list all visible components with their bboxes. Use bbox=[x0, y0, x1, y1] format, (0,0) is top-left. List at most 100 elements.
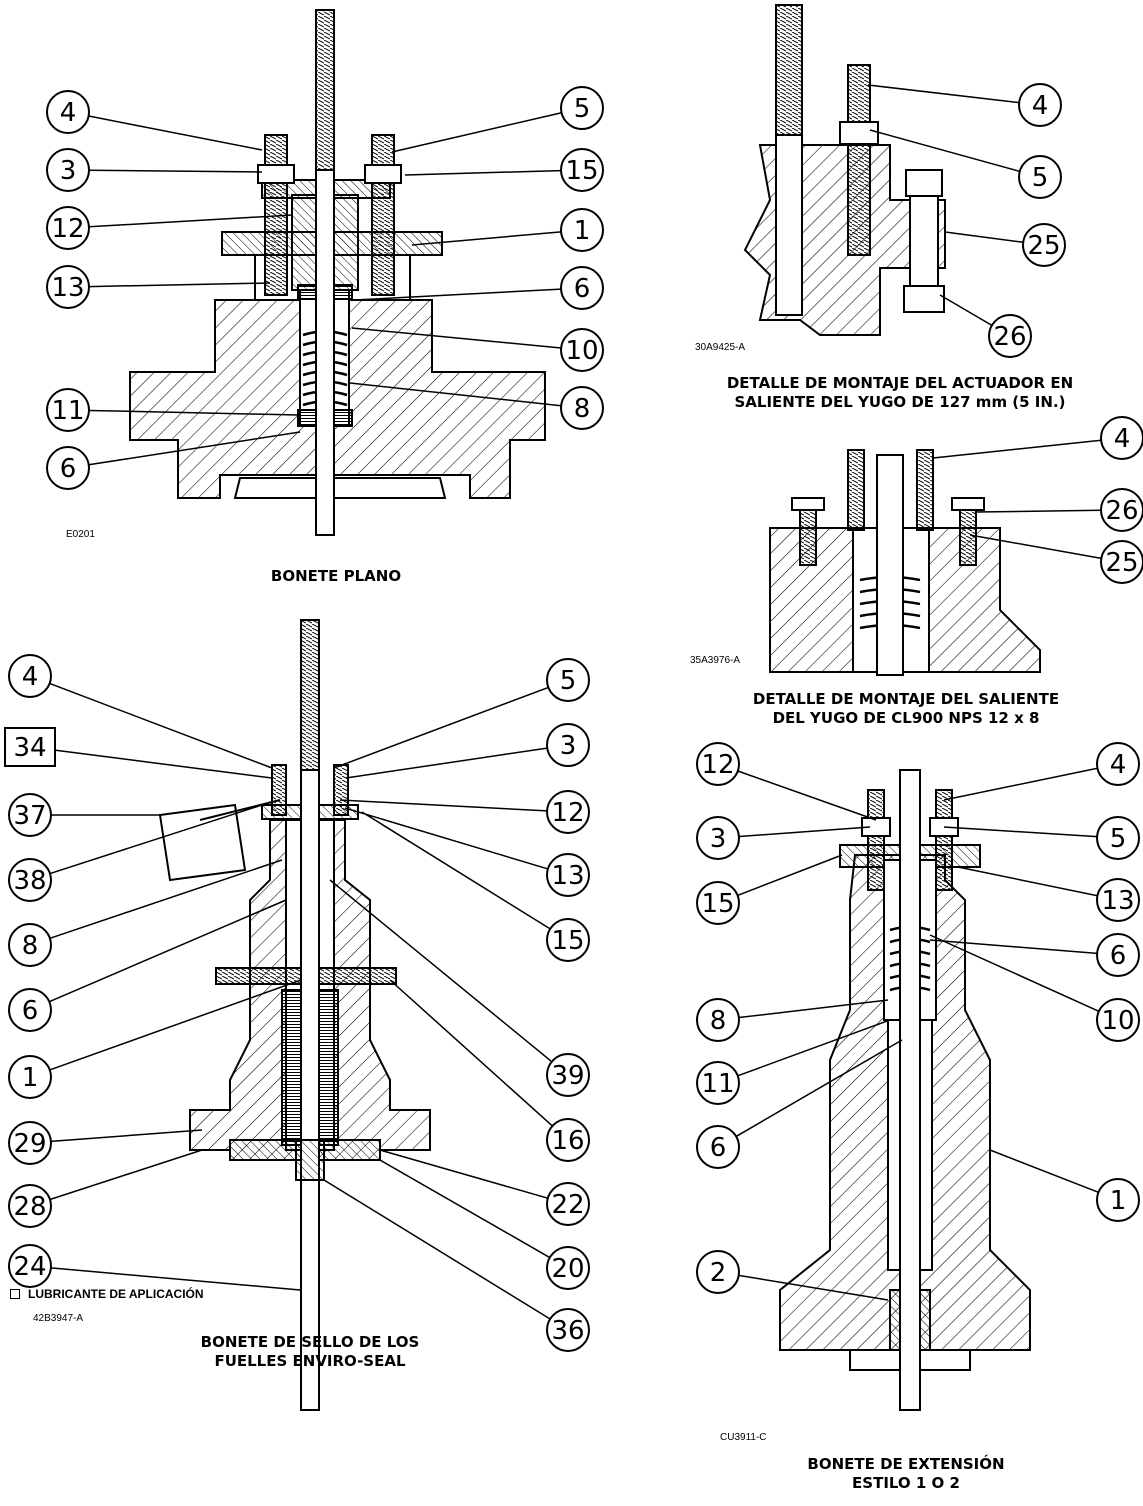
callout-leader-line bbox=[379, 1159, 551, 1259]
yoke-127-detail-drawing bbox=[743, 4, 946, 336]
callout-circle bbox=[1096, 816, 1140, 860]
callout-number: 15 bbox=[701, 889, 734, 919]
callout-leader-line bbox=[929, 939, 1098, 955]
callout-number: 4 bbox=[1114, 424, 1131, 454]
callout-leader-line bbox=[333, 686, 549, 769]
callout-leader-line bbox=[49, 979, 302, 1071]
flat-bonnet-code: E0201 bbox=[66, 529, 95, 540]
callout-leader-line bbox=[49, 1149, 203, 1201]
extension-bonnet-drawing bbox=[779, 769, 1031, 1411]
callout-number: 36 bbox=[551, 1316, 584, 1346]
callout-circle bbox=[546, 790, 590, 834]
callout-number: 12 bbox=[701, 750, 734, 780]
callout-leader-line bbox=[339, 799, 548, 812]
callout-number: 22 bbox=[551, 1190, 584, 1220]
callout-leader-line bbox=[867, 84, 1020, 104]
callout-leader-line bbox=[49, 859, 283, 939]
callout-number: 15 bbox=[551, 926, 584, 956]
callout-circle bbox=[1100, 540, 1143, 584]
extension-caption-line1: BONETE DE EXTENSIÓN bbox=[807, 1455, 1005, 1473]
callout-number: 13 bbox=[1101, 886, 1134, 916]
callout-number: 39 bbox=[551, 1061, 584, 1091]
callout-circle bbox=[8, 988, 52, 1032]
callout-circle bbox=[1100, 488, 1143, 532]
callout-circle bbox=[46, 265, 90, 309]
callout-number: 5 bbox=[1032, 163, 1049, 193]
callout-leader-line bbox=[404, 169, 562, 176]
callout-number: 24 bbox=[13, 1252, 46, 1282]
callout-number: 4 bbox=[1032, 91, 1049, 121]
callout-circle bbox=[46, 206, 90, 250]
callout-number: 6 bbox=[574, 274, 591, 304]
callout-leader-line bbox=[389, 979, 553, 1127]
callout-leader-line bbox=[351, 327, 562, 349]
callout-circle bbox=[1096, 1178, 1140, 1222]
bellows-caption-line1: BONETE DE SELLO DE LOS bbox=[200, 1333, 420, 1351]
callout-circle bbox=[546, 1246, 590, 1290]
callout-number: 37 bbox=[13, 801, 46, 831]
callout-leader-line bbox=[869, 129, 1020, 173]
callout-circle bbox=[1018, 83, 1062, 127]
lubricant-legend-box bbox=[10, 1288, 20, 1299]
callout-number: 5 bbox=[574, 94, 591, 124]
callout-leader-line bbox=[975, 509, 1102, 513]
callout-leader-line bbox=[88, 409, 299, 416]
callout-number: 26 bbox=[1105, 496, 1138, 526]
callout-circle bbox=[546, 1308, 590, 1352]
callout-number: 26 bbox=[993, 322, 1026, 352]
callout-leader-line bbox=[989, 1149, 1099, 1194]
callout-circle bbox=[560, 328, 604, 372]
callout-leader-line bbox=[88, 282, 271, 288]
callout-leader-line bbox=[929, 934, 1100, 1013]
callout-leader-line bbox=[391, 112, 562, 153]
callout-circle bbox=[1096, 742, 1140, 786]
callout-labels: 4312131165151610845252642625434373886129… bbox=[4, 83, 1143, 1352]
callout-circle bbox=[560, 86, 604, 130]
callout-leader-line bbox=[939, 294, 993, 327]
callout-leader-line bbox=[49, 682, 273, 769]
callout-number: 1 bbox=[22, 1063, 39, 1093]
callout-leader-line bbox=[737, 1019, 891, 1077]
callout-circle bbox=[546, 1118, 590, 1162]
callout-circle bbox=[1018, 155, 1062, 199]
callout-number: 5 bbox=[1110, 824, 1127, 854]
callout-circle bbox=[1100, 416, 1143, 460]
callout-leader-line bbox=[49, 804, 263, 875]
callout-circle bbox=[560, 148, 604, 192]
callout-circle bbox=[696, 1250, 740, 1294]
bellows-bonnet-drawing bbox=[158, 619, 431, 1411]
callout-leader-line bbox=[329, 879, 553, 1063]
callout-leader-line bbox=[944, 231, 1024, 244]
callout-number: 13 bbox=[551, 861, 584, 891]
callout-leader-line bbox=[345, 747, 548, 779]
callout-circle bbox=[4, 727, 56, 767]
callout-circle bbox=[46, 90, 90, 134]
callout-number: 8 bbox=[22, 931, 39, 961]
bellows-caption-line2: FUELLES ENVIRO-SEAL bbox=[214, 1352, 406, 1370]
callout-number: 34 bbox=[13, 733, 46, 763]
yoke127-caption-line2: SALIENTE DEL YUGO DE 127 mm (5 IN.) bbox=[734, 393, 1066, 411]
lubricant-legend-text: LUBRICANTE DE APLICACIÓN bbox=[28, 1287, 204, 1301]
callout-circle bbox=[8, 923, 52, 967]
callout-number: 38 bbox=[13, 866, 46, 896]
callout-leader-line bbox=[957, 866, 1098, 897]
callout-number: 13 bbox=[51, 273, 84, 303]
callout-circle bbox=[46, 446, 90, 490]
callout-circle bbox=[560, 208, 604, 252]
callout-circle bbox=[560, 266, 604, 310]
callout-number: 3 bbox=[60, 156, 77, 186]
callout-circle bbox=[1096, 933, 1140, 977]
callout-leader-line bbox=[323, 1179, 551, 1320]
callout-number: 6 bbox=[710, 1133, 727, 1163]
callout-number: 2 bbox=[710, 1258, 727, 1288]
callout-leader-line bbox=[738, 826, 871, 838]
callout-circle bbox=[988, 314, 1032, 358]
callout-leader-line bbox=[738, 999, 889, 1019]
callout-leader-line bbox=[88, 431, 301, 466]
callout-number: 11 bbox=[51, 396, 84, 426]
callout-circle bbox=[8, 1055, 52, 1099]
callout-circle bbox=[46, 388, 90, 432]
cl900-caption-line2: DEL YUGO DE CL900 NPS 12 x 8 bbox=[772, 709, 1040, 727]
yoke127-code: 30A9425-A bbox=[695, 342, 746, 353]
